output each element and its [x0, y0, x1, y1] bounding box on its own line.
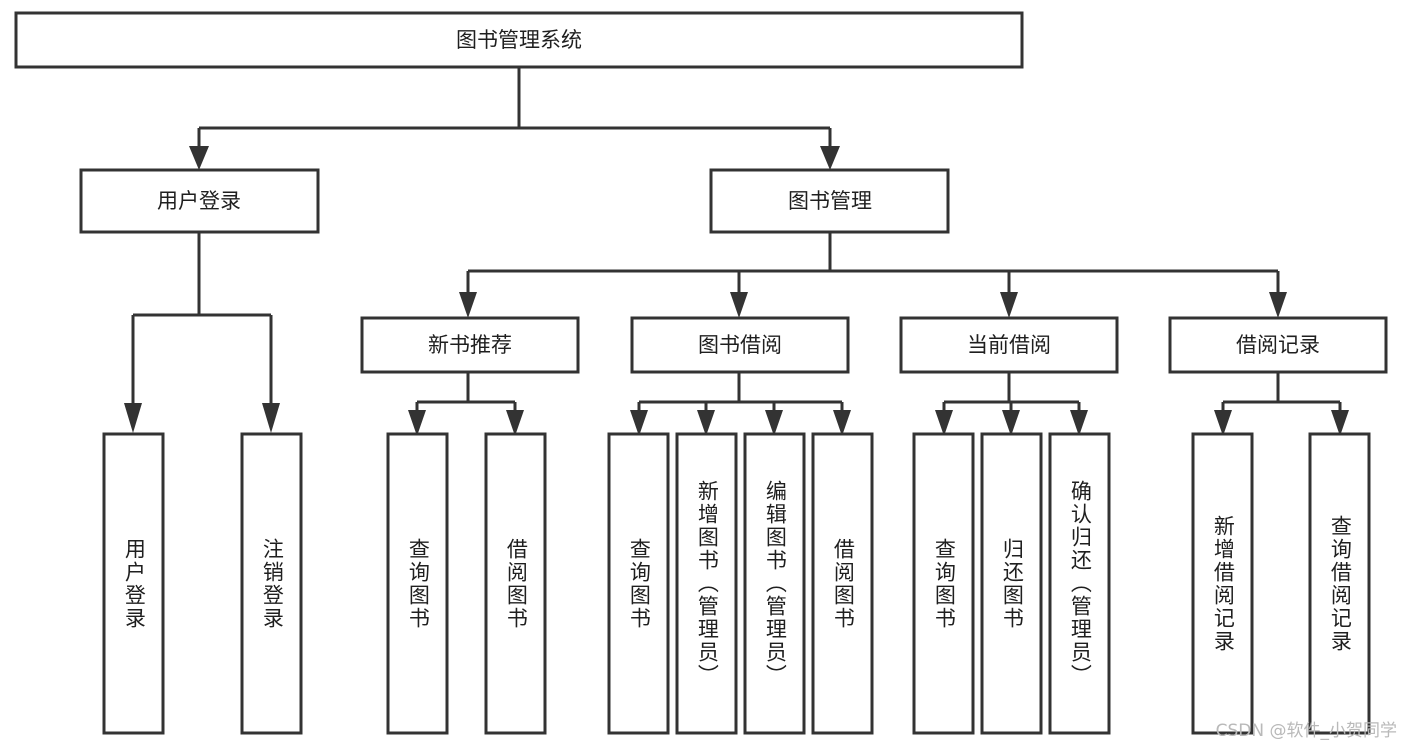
arrow-to-leaf-logout [262, 403, 280, 433]
arrow-to-book-borrow [730, 292, 748, 318]
node-current-borrow-label: 当前借阅 [967, 333, 1051, 357]
node-new-book-recommend-label: 新书推荐 [428, 333, 512, 357]
arrow-newbook-leaf-2 [506, 410, 524, 436]
node-root-label: 图书管理系统 [456, 28, 582, 52]
horizontal-label-group: 图书管理系统 用户登录 图书管理 新书推荐 图书借阅 当前借阅 借阅记录 [157, 28, 1320, 357]
arrow-borrow-leaf-2 [697, 410, 715, 436]
node-box-group [14, 11, 1388, 735]
node-book-management-box[interactable] [709, 168, 950, 234]
node-book-borrow-box[interactable] [630, 316, 850, 374]
arrow-to-borrow-record [1269, 292, 1287, 318]
node-root-box[interactable] [14, 11, 1024, 69]
leaf-box-query-book-2[interactable] [607, 432, 670, 735]
arrow-to-book-mgmt [820, 146, 840, 170]
node-new-book-recommend-box[interactable] [360, 316, 580, 374]
arrow-borrow-leaf-1 [630, 410, 648, 436]
arrow-current-leaf-3 [1070, 410, 1088, 436]
arrow-current-leaf-2 [1002, 410, 1020, 436]
node-book-management-label: 图书管理 [788, 189, 872, 213]
node-user-login-label: 用户登录 [157, 189, 241, 213]
connector-group [124, 67, 1349, 436]
node-current-borrow-box[interactable] [899, 316, 1119, 374]
arrow-to-leaf-user-login [124, 403, 142, 433]
leaf-box-user-login[interactable] [102, 432, 165, 735]
arrow-to-user-login [189, 146, 209, 170]
node-borrow-record-box[interactable] [1168, 316, 1388, 374]
leaf-box-add-book[interactable] [675, 432, 738, 735]
leaf-box-add-record[interactable] [1191, 432, 1254, 735]
node-borrow-record-label: 借阅记录 [1236, 333, 1320, 357]
leaf-box-query-record[interactable] [1308, 432, 1371, 735]
node-user-login-box[interactable] [79, 168, 320, 234]
leaf-box-borrow-book-1[interactable] [484, 432, 547, 735]
arrow-borrow-leaf-3 [765, 410, 783, 436]
arrow-current-leaf-1 [935, 410, 953, 436]
leaf-box-logout[interactable] [240, 432, 303, 735]
node-book-borrow-label: 图书借阅 [698, 333, 782, 357]
arrow-record-leaf-2 [1331, 410, 1349, 436]
arrow-to-new-book-rec [459, 292, 477, 318]
leaf-box-query-book-3[interactable] [912, 432, 975, 735]
arrow-newbook-leaf-1 [408, 410, 426, 436]
leaf-box-return-book[interactable] [980, 432, 1043, 735]
arrow-borrow-leaf-4 [833, 410, 851, 436]
arrow-record-leaf-1 [1214, 410, 1232, 436]
arrow-to-current-borrow [1000, 292, 1018, 318]
leaf-box-query-book-1[interactable] [386, 432, 449, 735]
leaf-box-edit-book[interactable] [743, 432, 806, 735]
leaf-box-confirm-return[interactable] [1048, 432, 1111, 735]
leaf-box-borrow-book-2[interactable] [811, 432, 874, 735]
